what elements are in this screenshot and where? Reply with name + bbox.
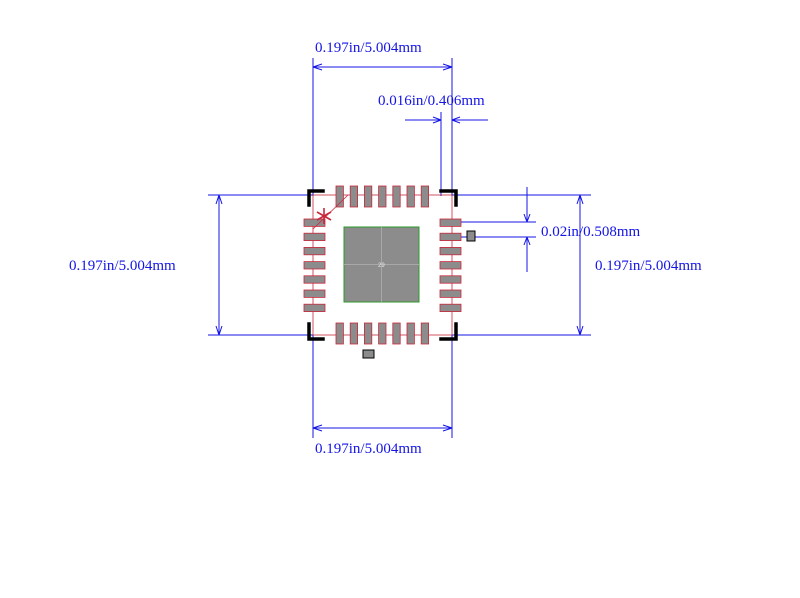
corner-bottom-left — [307, 322, 325, 341]
pad-left-2 — [303, 232, 326, 241]
pad-bottom-7 — [420, 322, 430, 345]
pad-right-4 — [439, 261, 462, 270]
pitch-dimension — [452, 187, 536, 272]
pad-right-7 — [439, 303, 462, 313]
pad-top-1 — [335, 185, 344, 208]
pad-bottom-5 — [392, 322, 401, 345]
pad-left-1 — [303, 218, 326, 227]
pad-right-1 — [439, 218, 462, 227]
bottom-width-label: 0.197in/5.004mm — [315, 441, 422, 457]
top-width-label: 0.197in/5.004mm — [315, 40, 422, 56]
pad-top-2 — [349, 185, 359, 208]
pads-top-row — [335, 185, 430, 208]
corner-top-left — [307, 189, 325, 207]
pad-width-dimension — [405, 112, 488, 196]
pad-bottom-6 — [406, 322, 415, 345]
corner-bottom-right — [439, 322, 458, 341]
pad-right-6 — [439, 289, 462, 298]
pad-right-3 — [439, 246, 462, 256]
pad-top-3 — [363, 185, 373, 208]
fiducial-marker-bottom — [362, 349, 375, 359]
pad-left-4 — [303, 261, 326, 270]
pads-bottom-row — [335, 322, 430, 345]
silkscreen-corners — [307, 189, 458, 341]
right-height-dimension — [452, 194, 591, 336]
pad-left-5 — [303, 275, 326, 284]
pad-left-7 — [303, 303, 326, 313]
thermal-pad: 29 — [343, 226, 420, 303]
pad-bottom-4 — [378, 322, 387, 345]
corner-top-right — [439, 189, 458, 207]
pad-top-6 — [406, 185, 415, 208]
pad-left-3 — [303, 246, 326, 256]
left-height-label: 0.197in/5.004mm — [69, 258, 176, 274]
pitch-label: 0.02in/0.508mm — [541, 224, 641, 240]
bottom-width-dimension — [312, 335, 453, 438]
pad-right-2 — [439, 232, 462, 241]
top-width-dimension — [312, 58, 453, 196]
pads-right-column — [439, 218, 462, 313]
pad-top-7 — [420, 185, 430, 208]
pad-right-5 — [439, 275, 462, 284]
pad-bottom-1 — [335, 322, 344, 345]
left-height-dimension — [208, 194, 313, 336]
pad-bottom-2 — [349, 322, 359, 345]
thermal-pad-number: 29 — [378, 263, 385, 269]
pad-bottom-3 — [363, 322, 373, 345]
pad-left-6 — [303, 289, 326, 298]
pad-width-label: 0.016in/0.406mm — [378, 93, 485, 109]
fiducial-marker-right — [466, 230, 476, 242]
pin1-chamfer-line — [312, 194, 349, 230]
pads-left-column — [303, 218, 326, 313]
right-height-label: 0.197in/5.004mm — [595, 258, 702, 274]
pad-top-5 — [392, 185, 401, 208]
pad-top-4 — [378, 185, 387, 208]
